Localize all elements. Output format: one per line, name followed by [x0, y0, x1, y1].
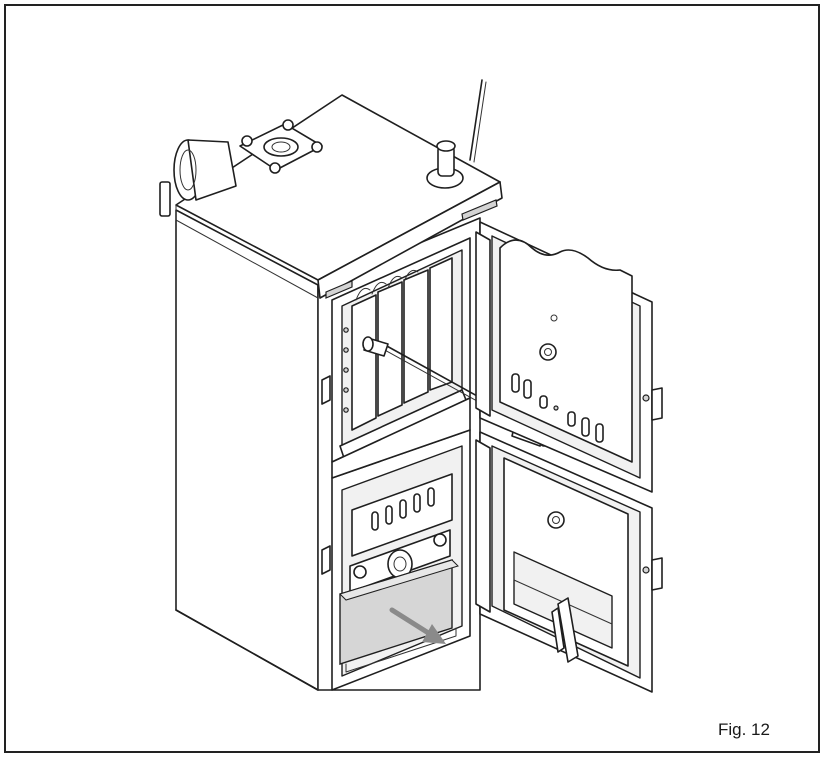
- left-hinge-lower: [321, 545, 331, 575]
- corner-badge: [325, 280, 353, 299]
- lower-door: [475, 431, 663, 693]
- left-hinge: [321, 375, 331, 405]
- upper-door: [475, 221, 663, 493]
- upper-combustion-chamber: [331, 237, 471, 463]
- brand-badge: [461, 199, 498, 221]
- top-flange: [239, 119, 323, 174]
- thermostat-knob: [426, 79, 487, 189]
- figure-caption: Fig. 12: [718, 720, 770, 739]
- pull-out-arrow: [389, 607, 446, 644]
- chamber-divider: [331, 397, 471, 479]
- flue-collar: [159, 139, 237, 217]
